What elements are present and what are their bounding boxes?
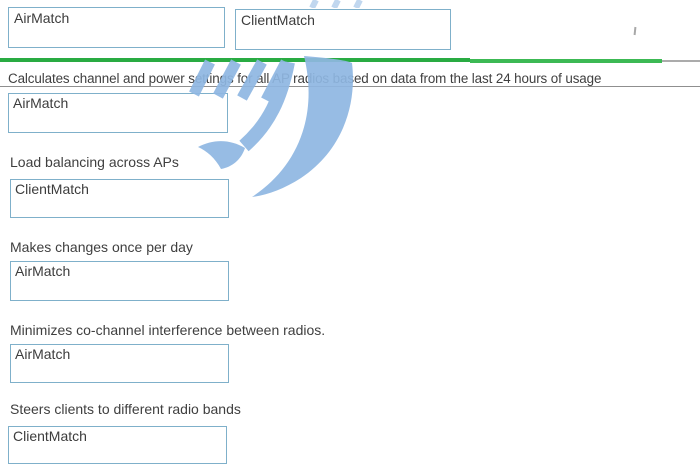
statement-2: Load balancing across APs bbox=[10, 154, 179, 170]
stray-artifact-mark bbox=[633, 26, 637, 36]
option-token-clientmatch[interactable]: ClientMatch bbox=[235, 9, 451, 50]
answer-dropzone-4[interactable]: AirMatch bbox=[10, 344, 229, 383]
watermark-top-tips-icon bbox=[309, 0, 363, 8]
progress-bar-segment-dark bbox=[0, 58, 470, 62]
statement-5: Steers clients to different radio bands bbox=[10, 401, 241, 417]
option-token-airmatch[interactable]: AirMatch bbox=[8, 7, 225, 48]
divider-line bbox=[0, 86, 700, 87]
statement-3: Makes changes once per day bbox=[10, 239, 193, 255]
answer-dropzone-3[interactable]: AirMatch bbox=[10, 261, 229, 301]
progress-bar-segment-light bbox=[470, 59, 662, 63]
progress-bar-remainder bbox=[662, 60, 700, 62]
statement-1: Calculates channel and power settings fo… bbox=[8, 71, 602, 86]
answer-dropzone-2[interactable]: ClientMatch bbox=[10, 179, 229, 218]
answer-dropzone-5[interactable]: ClientMatch bbox=[8, 426, 227, 464]
answer-dropzone-1[interactable]: AirMatch bbox=[8, 93, 228, 133]
statement-4: Minimizes co-channel interference betwee… bbox=[10, 322, 326, 338]
